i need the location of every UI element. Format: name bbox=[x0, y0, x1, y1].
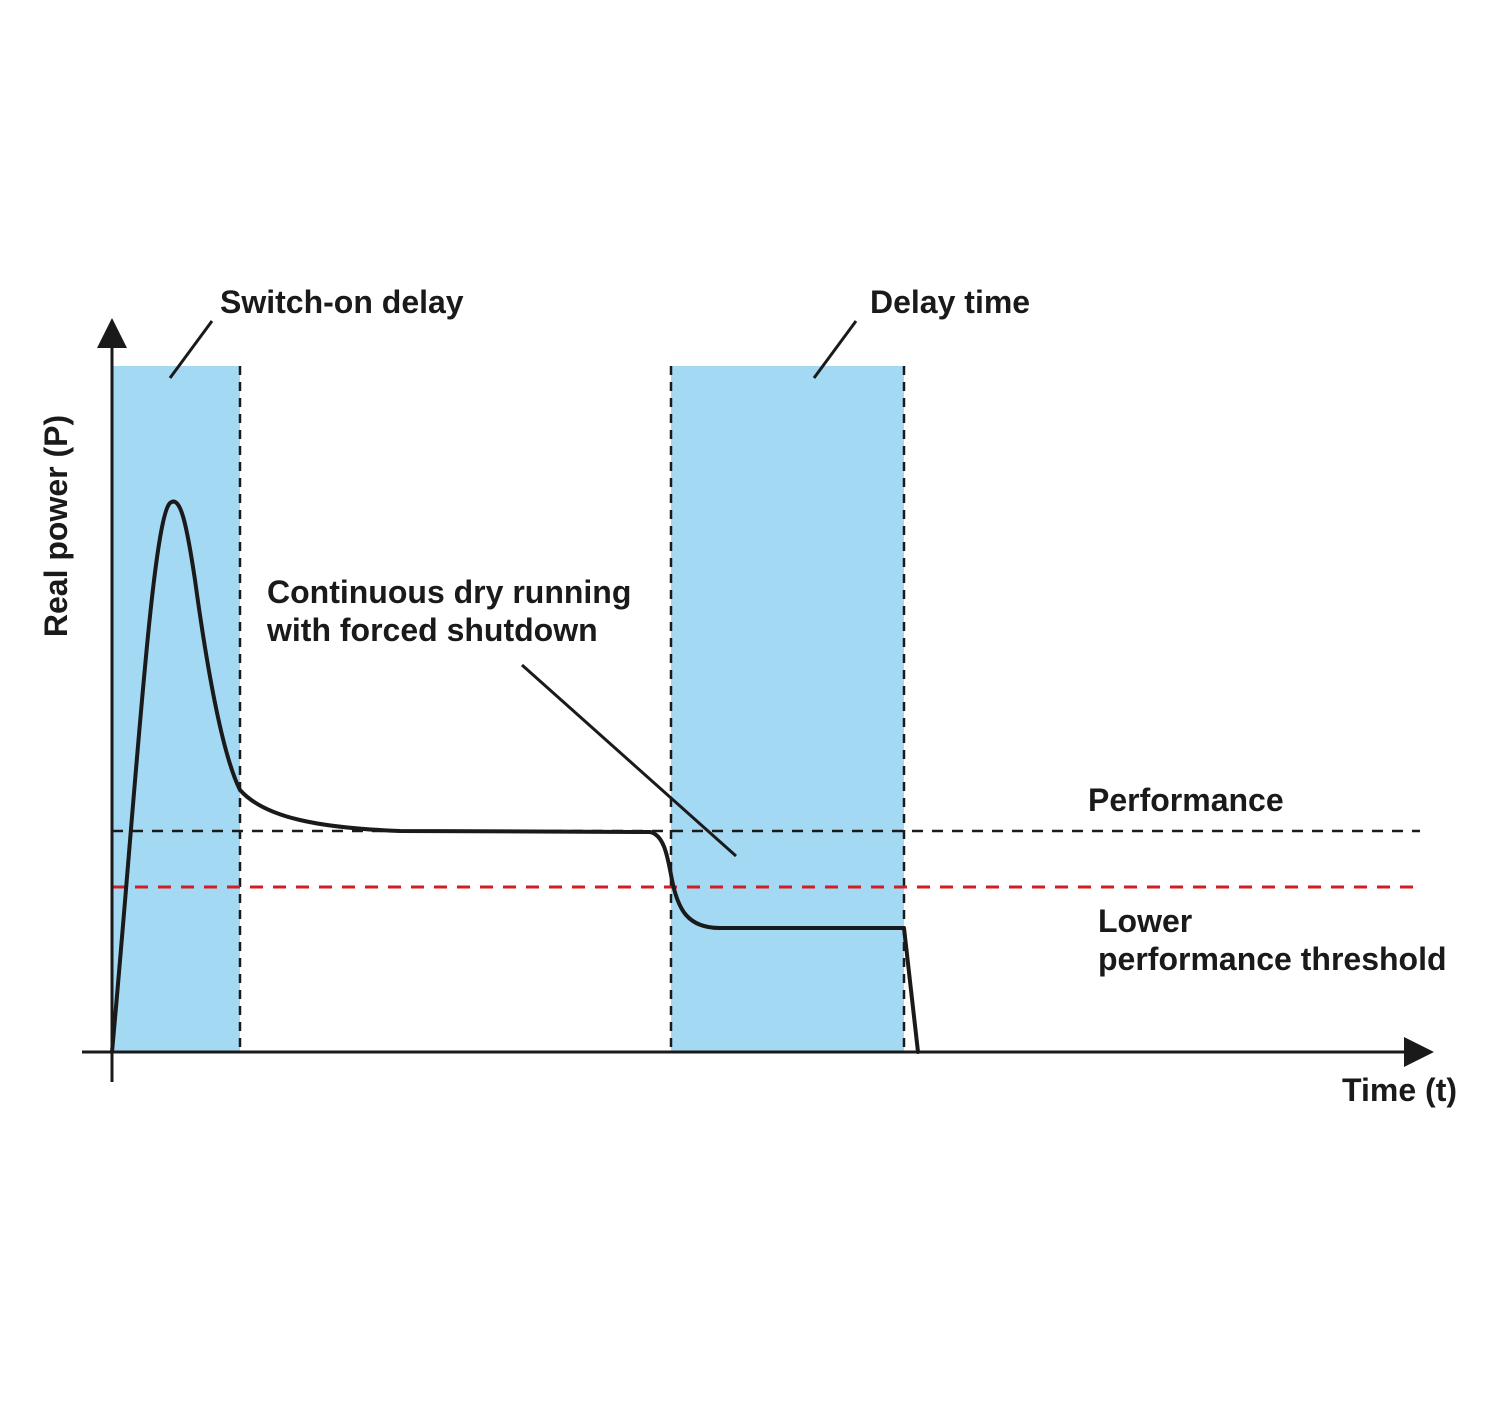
performance-label: Performance bbox=[1088, 782, 1284, 818]
switch-on-delay-leader bbox=[168, 320, 214, 379]
lower-threshold-label-line1: Lower bbox=[1098, 903, 1192, 939]
delay-time-label: Delay time bbox=[870, 284, 1030, 320]
x-axis-label: Time (t) bbox=[1342, 1072, 1457, 1108]
continuous-dry-running-leader bbox=[521, 663, 737, 858]
delay-time-zone bbox=[671, 366, 904, 1052]
y-axis-label: Real power (P) bbox=[38, 415, 74, 637]
switch-on-delay-label: Switch-on delay bbox=[220, 284, 464, 320]
continuous-dry-running-label-line2: with forced shutdown bbox=[266, 612, 598, 648]
delay-time-leader bbox=[812, 320, 858, 379]
switch-on-delay-zone bbox=[112, 366, 240, 1052]
continuous-dry-running-label-line1: Continuous dry running bbox=[267, 574, 631, 610]
lower-threshold-label-line2: performance threshold bbox=[1098, 941, 1447, 977]
power-curve bbox=[110, 499, 920, 1054]
